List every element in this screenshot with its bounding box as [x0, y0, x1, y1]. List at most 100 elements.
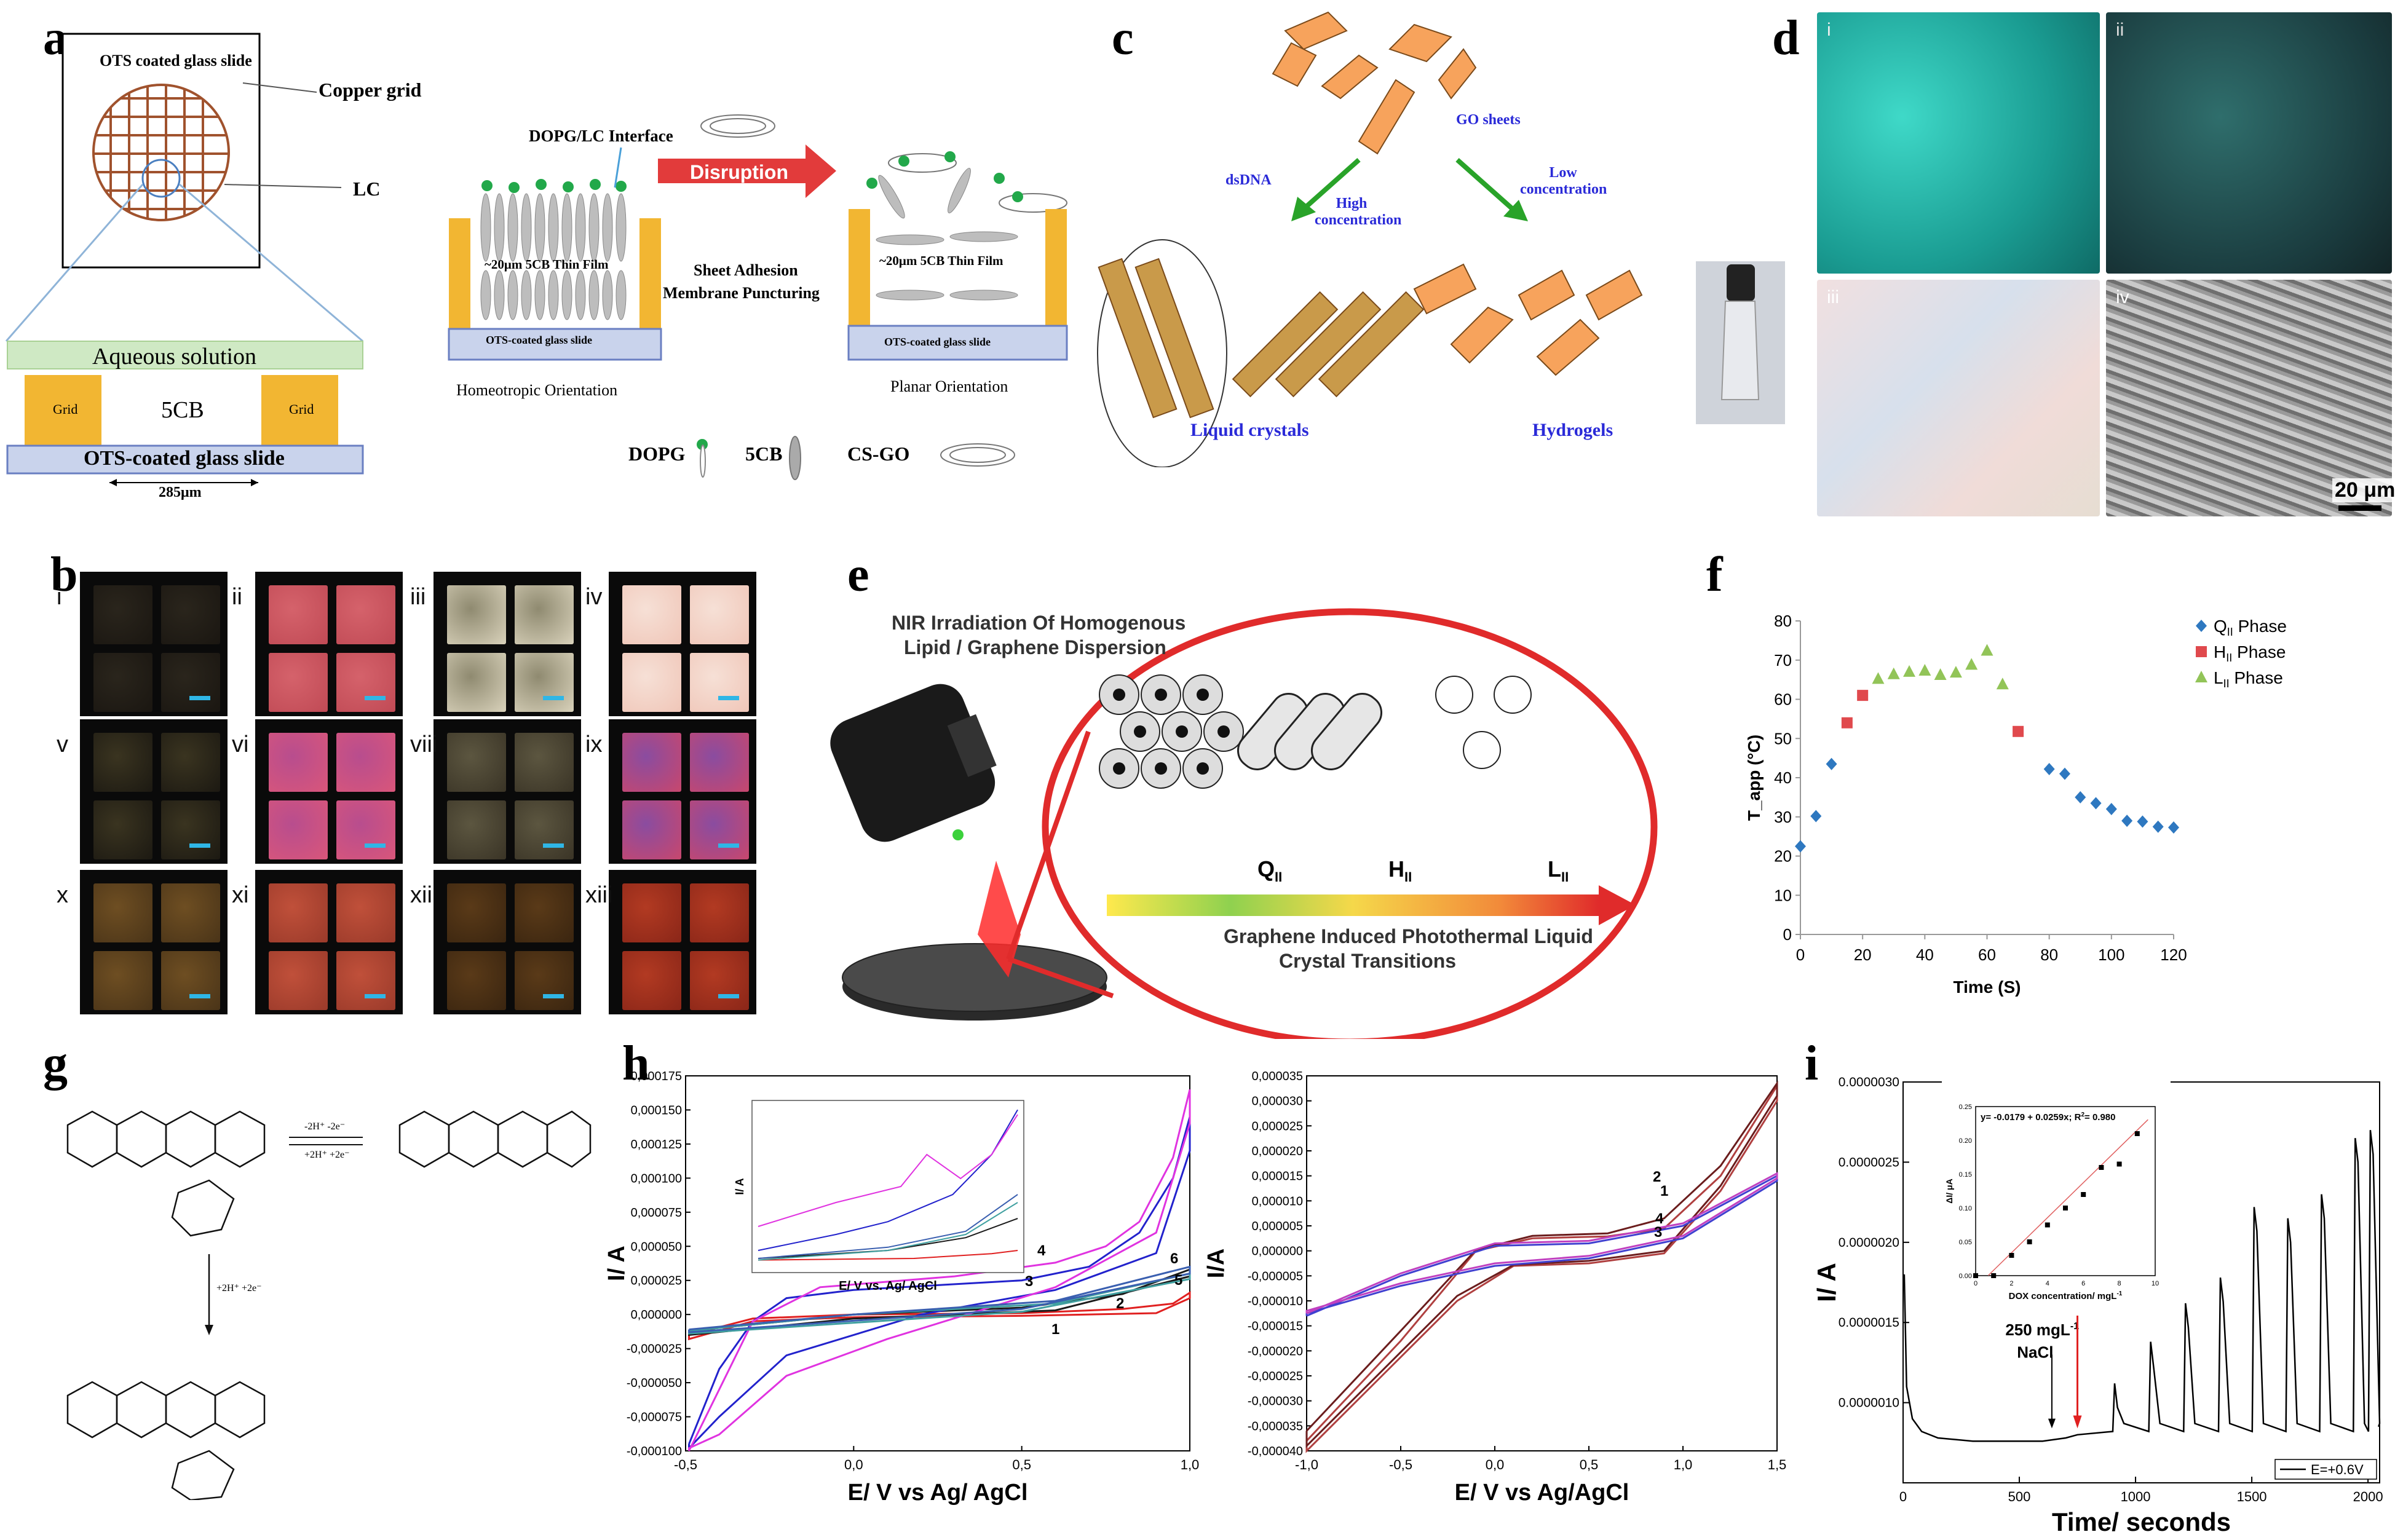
micrograph-roman-label: iii — [410, 584, 426, 610]
curve-label: 3 — [1025, 1273, 1033, 1290]
grid-square — [336, 733, 395, 792]
panel-g-structures — [66, 1110, 592, 1501]
legend-marker — [2196, 646, 2207, 657]
curve-label: 2 — [1116, 1295, 1124, 1312]
disruption-label: Disruption — [690, 161, 788, 183]
grid-square — [269, 800, 328, 859]
current-trace — [1903, 1130, 2381, 1442]
dox-arrowhead — [2073, 1415, 2082, 1429]
grid-left-label: Grid — [53, 401, 78, 417]
chart-h-left-svg: -0,000100-0,000075-0,000050-0,0000250,00… — [604, 1070, 1199, 1506]
grid-square — [515, 653, 574, 712]
e-caption-1: Graphene Induced Photothermal Liquid — [1224, 925, 1593, 947]
curve-label: 6 — [1170, 1250, 1178, 1267]
panel-label-d: d — [1772, 11, 1800, 65]
grid-square — [93, 733, 152, 792]
inset-x-tick: 8 — [2118, 1280, 2121, 1287]
film-right-label: ~20μm 5CB Thin Film — [879, 253, 1004, 268]
inset-point — [2045, 1222, 2050, 1228]
roman-d-i: i — [1827, 20, 1831, 40]
grid-square — [622, 585, 681, 644]
grid-square — [93, 883, 152, 942]
micrograph-tile — [433, 870, 581, 1014]
inset-point — [2134, 1131, 2140, 1136]
scale-bar — [365, 994, 386, 998]
micrograph-tile — [255, 870, 403, 1014]
cv-curve-3 — [1305, 1174, 1778, 1317]
scale-bar — [543, 843, 564, 848]
grid-square — [447, 733, 506, 792]
data-point-square — [1857, 690, 1869, 701]
legend-label: HII Phase — [2214, 642, 2286, 664]
y-tick-label: -0,000025 — [627, 1343, 682, 1356]
ots-slide-label: OTS-coated glass slide — [84, 447, 285, 470]
grid-square — [622, 653, 681, 712]
micrograph-roman-label: xi — [232, 882, 249, 908]
chart-i-svg: 0.00000100.00000150.00000200.00000250.00… — [1812, 1070, 2383, 1536]
planar-label: Planar Orientation — [890, 377, 1008, 395]
x-tick-label: 100 — [2098, 946, 2124, 964]
y-tick-label: 0,000015 — [1252, 1170, 1303, 1183]
membrane-puncture-label: Membrane Puncturing — [663, 284, 820, 302]
panel-d: i ii iii iv 20 μm — [1817, 12, 2395, 516]
plot-frame — [685, 1075, 1190, 1451]
y-tick-label: 50 — [1774, 729, 1792, 748]
grid-square — [336, 653, 395, 712]
curve-label: 5 — [1174, 1272, 1182, 1289]
e-caption-2: Crystal Transitions — [1279, 950, 1457, 972]
inset-y-title: I/ A — [734, 1178, 746, 1194]
cv-curve-6 — [688, 1265, 1191, 1333]
grid-square — [690, 653, 749, 712]
micrograph-d-i — [1817, 12, 2100, 274]
x-tick-label: 1,5 — [1768, 1457, 1786, 1472]
panel-label-c: c — [1112, 11, 1134, 65]
nacl-label-2: NaCl — [2017, 1343, 2053, 1362]
y-axis-title: I/A — [1203, 1249, 1229, 1279]
x-tick-label: 0 — [1899, 1489, 1907, 1504]
panel-g: -2H⁺ -2e⁻ +2H⁺ +2e⁻ +2H⁺ +2e⁻ — [55, 1070, 596, 1501]
micrograph-roman-label: ii — [232, 584, 242, 610]
y-tick-label: -0,000040 — [1248, 1445, 1303, 1458]
inset-x-tick: 4 — [2046, 1280, 2049, 1287]
y-tick-label: 0,000000 — [631, 1308, 682, 1322]
inset-y-tick: 0.05 — [1959, 1239, 1972, 1246]
ots-title: OTS coated glass slide — [100, 52, 252, 69]
grid-square — [93, 653, 152, 712]
panel-a-schematic — [5, 33, 1068, 486]
micrograph-tile — [609, 870, 756, 1014]
data-point-triangle — [1981, 644, 1993, 656]
x-tick-label: 40 — [1916, 946, 1934, 964]
go-sheets-label: GO sheets — [1456, 112, 1521, 128]
x-tick-label: 0,5 — [1012, 1457, 1031, 1472]
scale-bar — [189, 994, 210, 998]
x-axis-title: E/ V vs Ag/ AgCl — [848, 1480, 1028, 1506]
panel-a: OTS coated glass slide Copper grid LC Aq… — [0, 0, 1088, 500]
scale-bar — [718, 696, 739, 700]
lc-label: LC — [353, 178, 381, 200]
grid-square — [161, 800, 220, 859]
grid-square — [622, 800, 681, 859]
legend-label: E=+0.6V — [2311, 1462, 2364, 1477]
y-tick-label: -0,000035 — [1248, 1420, 1303, 1433]
y-tick-label: 0.0000010 — [1839, 1396, 1899, 1410]
y-tick-label: 0,000050 — [631, 1240, 682, 1254]
panel-label-f: f — [1706, 548, 1723, 602]
grid-square — [336, 883, 395, 942]
inset-curve — [758, 1250, 1018, 1261]
e-title-2: Lipid / Graphene Dispersion — [904, 636, 1166, 658]
e-l-label: LII — [1548, 856, 1569, 885]
micrograph-tile — [255, 572, 403, 716]
scale-bar — [2338, 505, 2381, 511]
scale-bar — [543, 994, 564, 998]
grid-square — [622, 951, 681, 1010]
grid-square — [269, 585, 328, 644]
inset-y-tick: 0.25 — [1959, 1104, 1972, 1111]
dopg-legend: DOPG — [628, 443, 686, 465]
micrograph-roman-label: vi — [232, 732, 249, 757]
y-tick-label: 60 — [1774, 690, 1792, 709]
data-point-diamond — [2137, 815, 2148, 828]
scale-bar — [718, 994, 739, 998]
inset-y-tick: 0.00 — [1959, 1273, 1972, 1280]
e-q-label: QII — [1257, 856, 1283, 885]
legend-label: QII Phase — [2214, 617, 2287, 638]
